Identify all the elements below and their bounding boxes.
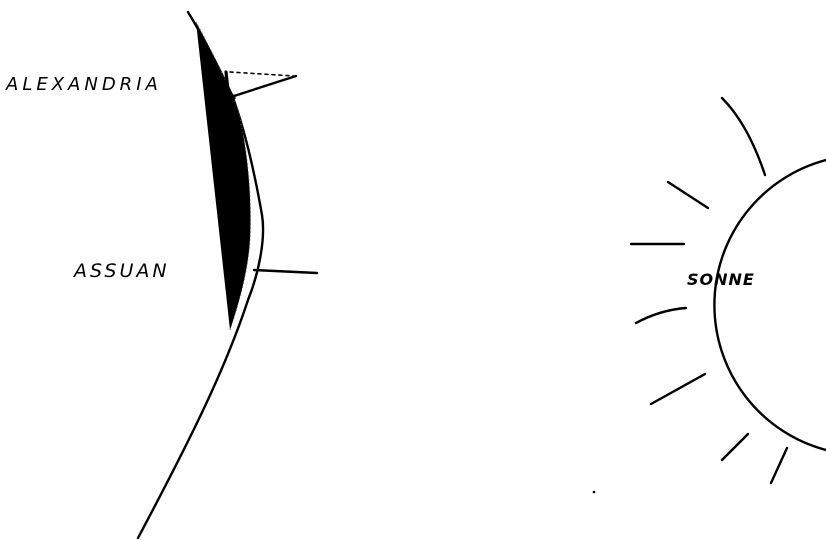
label-assuan: ASSUAN xyxy=(74,260,170,282)
sun-ray xyxy=(651,374,705,404)
stray-dot xyxy=(593,491,596,494)
sun-ray xyxy=(668,182,708,208)
alexandria-gnomon xyxy=(234,76,296,96)
earth-surface-trace xyxy=(196,22,251,330)
sun-ray xyxy=(722,98,765,175)
alexandria-sunray-dashed xyxy=(230,72,294,76)
sun-disc xyxy=(714,160,826,450)
sun-ray xyxy=(771,448,787,483)
sun-ray xyxy=(636,308,686,323)
assuan-gnomon xyxy=(254,270,317,273)
sun-ray xyxy=(722,434,748,460)
label-sonne: SONNE xyxy=(687,270,755,289)
label-alexandria: ALEXANDRIA xyxy=(6,74,162,95)
sun-rays xyxy=(631,98,787,483)
